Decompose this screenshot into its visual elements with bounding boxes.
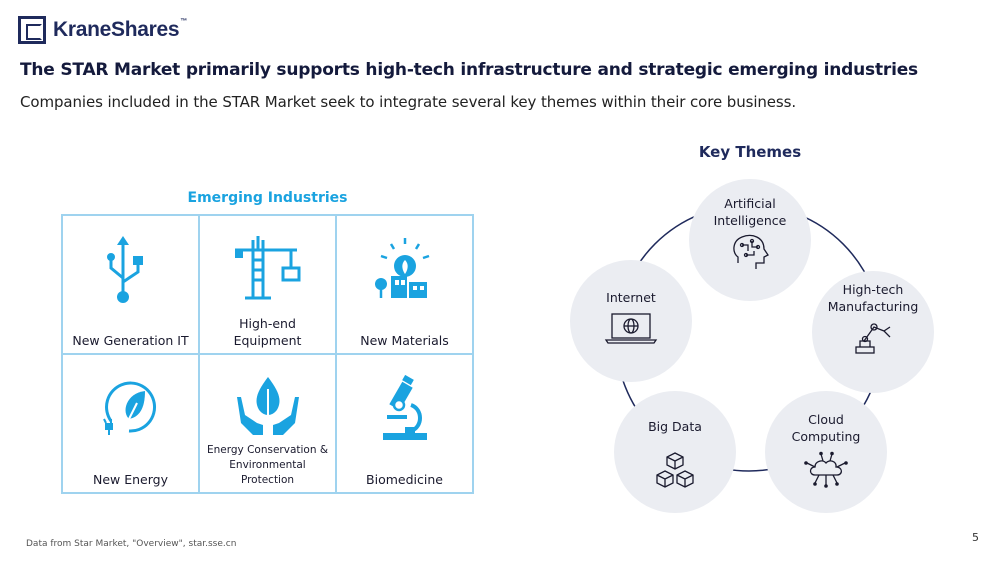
cubes-icon	[656, 452, 694, 488]
industry-cell-high-end-equipment: High-end Equipment	[199, 215, 336, 354]
theme-artificial-intelligence: Artificial Intelligence	[689, 179, 811, 301]
page-subtitle: Companies included in the STAR Market se…	[20, 93, 797, 111]
industry-cell-biomedicine: Biomedicine	[336, 354, 473, 493]
industry-label: New Generation IT	[72, 333, 189, 348]
leaf-plug-icon	[102, 381, 156, 435]
industry-cell-new-generation-it: New Generation IT	[62, 215, 199, 354]
industry-label: High-end Equipment	[233, 316, 302, 348]
industry-cell-new-materials: New Materials	[336, 215, 473, 354]
microscope-icon	[382, 375, 427, 440]
key-themes-title: Key Themes	[698, 143, 802, 161]
logo-text: KraneShares™	[53, 18, 187, 41]
ai-head-icon	[733, 234, 769, 269]
cloud-network-icon	[804, 451, 848, 488]
emerging-industries-grid: New Generation IT High-end Equipment	[61, 214, 474, 494]
industry-label: Energy Conservation & Environmental Prot…	[206, 444, 329, 486]
hands-leaf-icon	[236, 377, 299, 435]
industry-label: New Energy	[93, 472, 168, 487]
industry-label: Biomedicine	[366, 472, 443, 487]
kraneshares-logo: KraneShares™	[18, 16, 187, 44]
footnote: Data from Star Market, "Overview", star.…	[26, 539, 237, 549]
theme-big-data: Big Data	[614, 391, 736, 513]
robot-arm-icon	[855, 323, 891, 354]
logo-mark-icon	[18, 16, 46, 44]
industry-label: New Materials	[360, 333, 449, 348]
page-number: 5	[972, 531, 979, 544]
theme-cloud-computing: Cloud Computing	[765, 391, 887, 513]
page-title: The STAR Market primarily supports high-…	[20, 60, 918, 80]
emerging-industries-title: Emerging Industries	[187, 190, 348, 206]
industry-cell-energy-conservation: Energy Conservation & Environmental Prot…	[199, 354, 336, 493]
industry-cell-new-energy: New Energy	[62, 354, 199, 493]
usb-icon	[106, 236, 143, 303]
theme-internet: Internet	[570, 260, 692, 382]
factory-plant-icon	[374, 238, 429, 298]
theme-high-tech-manufacturing: High-tech Manufacturing	[812, 271, 934, 393]
crane-icon	[234, 236, 300, 300]
laptop-globe-icon	[604, 313, 658, 344]
